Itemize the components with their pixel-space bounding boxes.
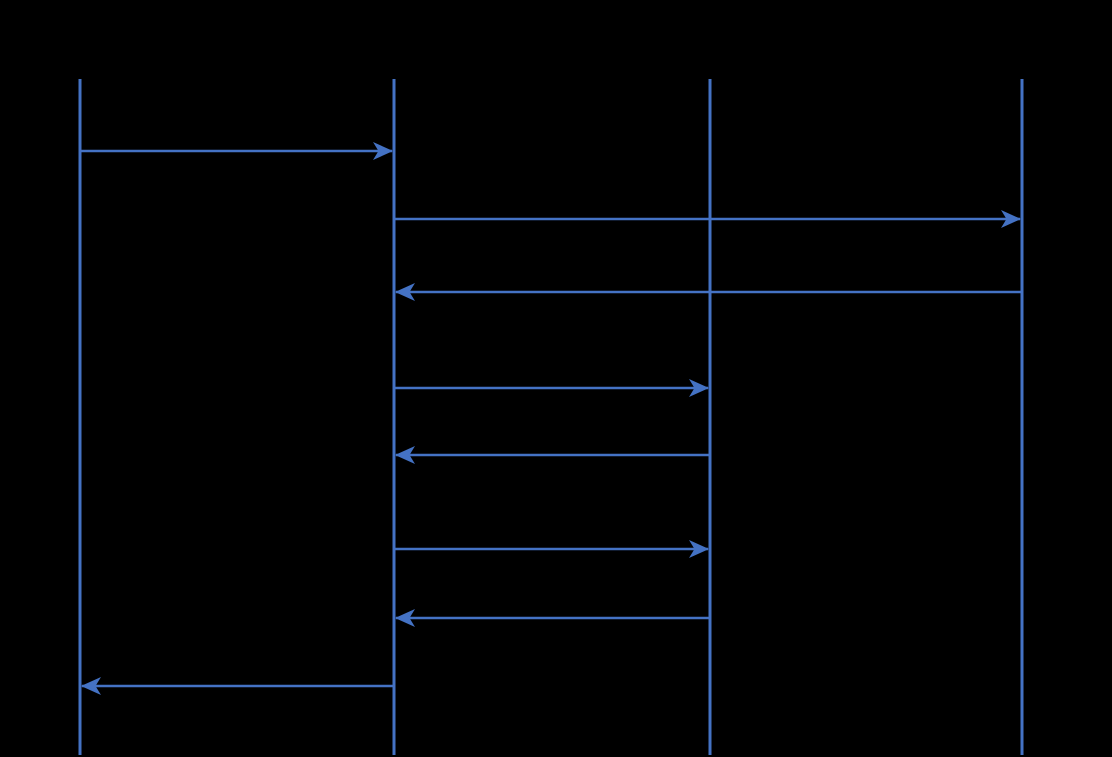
messages-group (80, 142, 1022, 695)
lifelines-group (78, 79, 1024, 755)
